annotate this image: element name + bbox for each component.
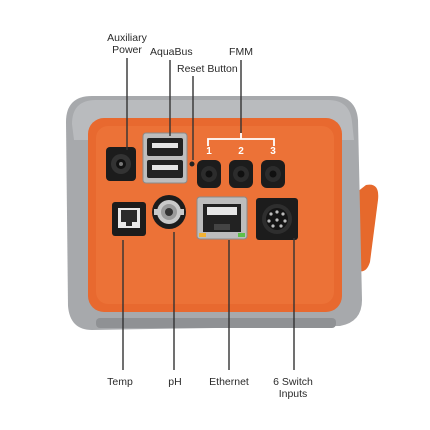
reset-button: [189, 161, 195, 167]
label-auxiliary-power-line2: Power: [112, 44, 142, 56]
fmm-port-2: [229, 160, 253, 188]
temp-port: [112, 202, 146, 236]
six-switch-inputs-port: [256, 198, 298, 240]
fmm-port-3: [261, 160, 285, 188]
label-aquabus: AquaBus: [150, 46, 193, 58]
label-fmm: FMM: [229, 46, 253, 58]
housing-bottom-rim: [96, 318, 336, 328]
label-six-switch-inputs: 6 Switch Inputs: [273, 376, 313, 400]
label-auxiliary-power-line1: Auxiliary: [107, 32, 147, 44]
label-ph: pH: [168, 376, 182, 388]
label-auxiliary-power: Auxiliary Power: [107, 32, 147, 56]
fmm-port-number-1: 1: [206, 146, 212, 157]
label-ethernet: Ethernet: [209, 376, 249, 388]
fmm-port-1: [197, 160, 221, 188]
label-reset-button: Reset Button: [177, 63, 238, 75]
aquabus-ports: [142, 132, 188, 184]
ph-bnc-port: [152, 195, 186, 229]
label-six-switch-inputs-line2: Inputs: [278, 388, 308, 400]
fmm-port-number-3: 3: [270, 146, 276, 157]
fmm-port-number-2: 2: [238, 146, 244, 157]
ethernet-port: [196, 196, 248, 240]
label-temp: Temp: [107, 376, 133, 388]
label-six-switch-inputs-line1: 6 Switch: [273, 376, 313, 388]
auxiliary-power-port: [106, 147, 136, 181]
fmm-bracket: [207, 133, 275, 146]
